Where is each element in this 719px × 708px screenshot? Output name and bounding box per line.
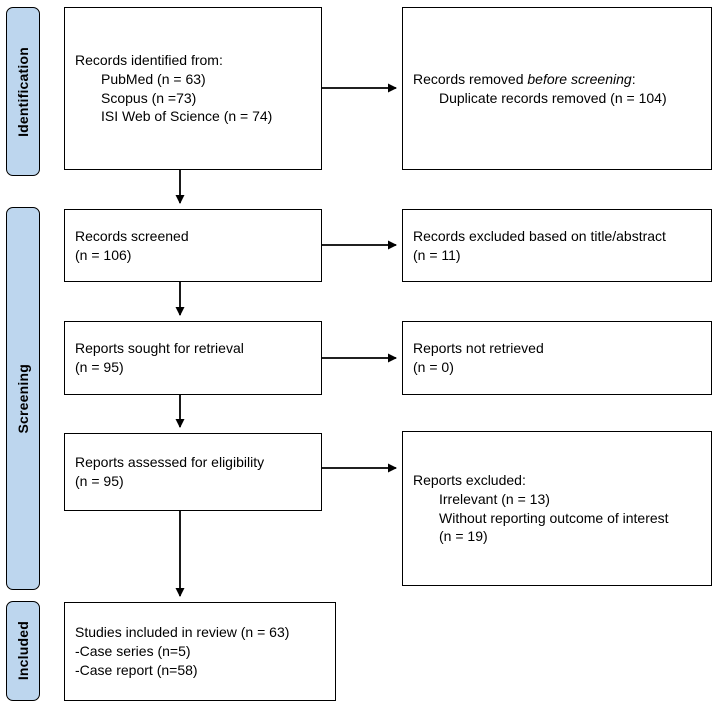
box-text-line: (n = 106): [75, 246, 132, 263]
box-text-line: Reports sought for retrieval: [75, 340, 244, 357]
box-text-line: Records identified from:: [75, 52, 223, 68]
box-text-line: Reports excluded:: [413, 472, 526, 488]
box-text-line: Studies included in review (n = 63): [75, 624, 290, 641]
box-records-excluded: Records excluded based on title/abstract…: [402, 209, 712, 282]
box-reports-assessed: Reports assessed for eligibility (n = 95…: [64, 433, 322, 511]
box-text-line: Irrelevant (n = 13): [439, 490, 550, 507]
stage-screening: Screening: [6, 207, 40, 590]
box-text-line: Records removed before screening:: [413, 70, 701, 89]
box-text-line: -Case report (n=58): [75, 661, 198, 678]
box-text-segment: :: [631, 70, 636, 87]
stage-included-label: Included: [15, 621, 31, 681]
stage-screening-label: Screening: [15, 363, 31, 434]
box-reports-not-retrieved: Reports not retrieved (n = 0): [402, 321, 712, 395]
box-text-line: Records screened: [75, 227, 189, 244]
box-text-line: Records excluded based on title/abstract: [413, 227, 666, 244]
box-text-line: -Case series (n=5): [75, 643, 191, 660]
box-text-segment: Records removed: [413, 70, 528, 87]
box-records-removed: Records removed before screening: Duplic…: [402, 7, 712, 170]
box-text-line: (n = 19): [439, 528, 488, 545]
box-text-line: (n = 0): [413, 359, 454, 375]
box-text-line: (n = 11): [413, 246, 461, 263]
box-records-identified: Records identified from: PubMed (n = 63)…: [64, 7, 322, 170]
box-text-line: Without reporting outcome of interest: [439, 509, 669, 526]
box-reports-sought: Reports sought for retrieval (n = 95): [64, 321, 322, 395]
box-text-line: ISI Web of Science (n = 74): [101, 108, 273, 125]
box-text-line: Scopus (n =73): [101, 89, 197, 106]
stage-identification-label: Identification: [15, 46, 31, 137]
box-text-line: Duplicate records removed (n = 104): [439, 89, 667, 106]
box-text-segment-italic: before screening: [527, 70, 632, 87]
stage-included: Included: [6, 601, 40, 701]
box-text-line: (n = 95): [75, 473, 124, 489]
box-text-line: (n = 95): [75, 359, 124, 375]
box-text-line: Reports not retrieved: [413, 340, 544, 357]
box-studies-included: Studies included in review (n = 63) -Cas…: [64, 602, 336, 701]
box-records-screened: Records screened (n = 106): [64, 209, 322, 282]
box-text-line: PubMed (n = 63): [101, 70, 206, 87]
box-reports-excluded: Reports excluded: Irrelevant (n = 13) Wi…: [402, 431, 712, 586]
box-text-line: Reports assessed for eligibility: [75, 454, 265, 471]
stage-identification: Identification: [6, 7, 40, 176]
